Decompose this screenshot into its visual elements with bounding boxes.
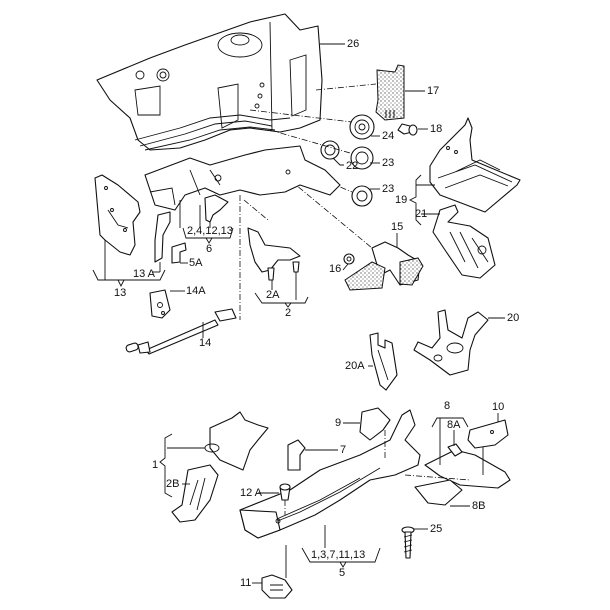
bracket-2-tick	[284, 302, 292, 308]
bracket-8	[431, 417, 469, 428]
callout-20: 20	[507, 312, 520, 324]
part-clip-5A	[171, 242, 187, 264]
callout-9: 9	[335, 417, 342, 429]
part-upper-longitudinal-member	[144, 145, 341, 211]
part-mount-20A	[369, 332, 398, 391]
callout-12A: 12 A	[240, 487, 263, 499]
part-bracket-6	[204, 194, 229, 223]
part-bracket-8B	[414, 479, 463, 506]
callout-5-group: 1,3,7,11,13	[311, 549, 366, 561]
callout-2: 2	[285, 307, 292, 319]
dash-2	[243, 199, 269, 221]
callout-8: 8	[444, 400, 451, 412]
part-screw-25	[401, 526, 415, 559]
callout-14A: 14A	[186, 285, 206, 297]
part-nut-12A	[279, 483, 291, 501]
callout-6-group: 2,4,12,13	[187, 225, 233, 237]
callout-23a: 23	[382, 157, 395, 169]
dash-grommets	[249, 109, 353, 123]
part-noise-insulation	[344, 241, 424, 291]
callout-10: 10	[492, 401, 505, 413]
part-nut-16	[343, 253, 355, 265]
callout-11: 11	[240, 577, 252, 589]
part-ground-plate-14A	[149, 289, 171, 319]
part-cover-10	[467, 419, 509, 449]
part-battery-tray	[429, 117, 521, 213]
part-grommet-23a	[350, 146, 374, 170]
part-mount-20	[413, 309, 489, 376]
callout-8A: 8A	[447, 419, 461, 431]
dash-grommets3	[299, 169, 353, 193]
leader-22	[332, 157, 344, 166]
part-reinforcement-7	[287, 439, 306, 471]
callout-13A: 13 A	[133, 268, 156, 280]
part-grommet-22	[320, 140, 340, 160]
bracket-1	[159, 433, 173, 498]
dash-grommets2	[269, 129, 351, 154]
part-insulation-pad	[375, 64, 405, 121]
part-clip	[397, 123, 418, 136]
callout-5A: 5A	[189, 257, 203, 269]
callout-21: 21	[415, 208, 428, 220]
bracket-5	[301, 547, 381, 563]
callout-15: 15	[391, 221, 404, 233]
callout-8B: 8B	[472, 500, 486, 512]
callout-22: 22	[346, 160, 359, 172]
callout-1: 1	[152, 459, 159, 471]
callout-5: 5	[339, 567, 346, 579]
callout-2A: 2A	[266, 289, 280, 301]
callout-16: 16	[329, 263, 342, 275]
bracket-6-tick	[205, 237, 213, 244]
dash-17	[315, 83, 377, 91]
callout-24: 24	[382, 130, 395, 142]
dash-15	[289, 179, 373, 249]
bracket-19	[408, 174, 422, 226]
callout-19: 19	[395, 194, 408, 206]
part-bracket-1	[204, 411, 269, 471]
bracket-5-tick	[339, 561, 347, 568]
callout-25: 25	[430, 523, 443, 535]
callout-7: 7	[340, 444, 347, 456]
part-grommet-23b	[351, 185, 373, 207]
callout-14: 14	[199, 337, 212, 349]
callout-13: 13	[114, 287, 127, 299]
callout-17: 17	[427, 85, 440, 97]
part-grommet-24	[349, 114, 375, 140]
callout-20A: 20A	[345, 360, 365, 372]
callout-23b: 23	[382, 183, 395, 195]
part-bracket-13	[94, 174, 141, 256]
part-ground-cable-14	[125, 308, 237, 355]
part-gusset-9	[359, 407, 391, 441]
bracket-13	[92, 269, 166, 281]
callout-18: 18	[430, 123, 443, 135]
callout-2B: 2B	[166, 478, 180, 490]
part-wheel-housing-panel	[96, 13, 323, 151]
callout-26: 26	[347, 38, 360, 50]
bracket-13-tick	[117, 279, 125, 288]
callout-6: 6	[206, 243, 213, 255]
leader-16	[342, 263, 349, 271]
bracket-6	[182, 227, 234, 239]
part-bracket-11	[261, 574, 293, 599]
part-tray-support	[432, 204, 496, 279]
bracket-2	[254, 292, 309, 304]
part-plate-8A	[447, 443, 463, 457]
part-bracket-13A	[154, 211, 171, 263]
part-engine-support-2	[247, 227, 301, 281]
part-bearing-2B	[171, 464, 219, 523]
